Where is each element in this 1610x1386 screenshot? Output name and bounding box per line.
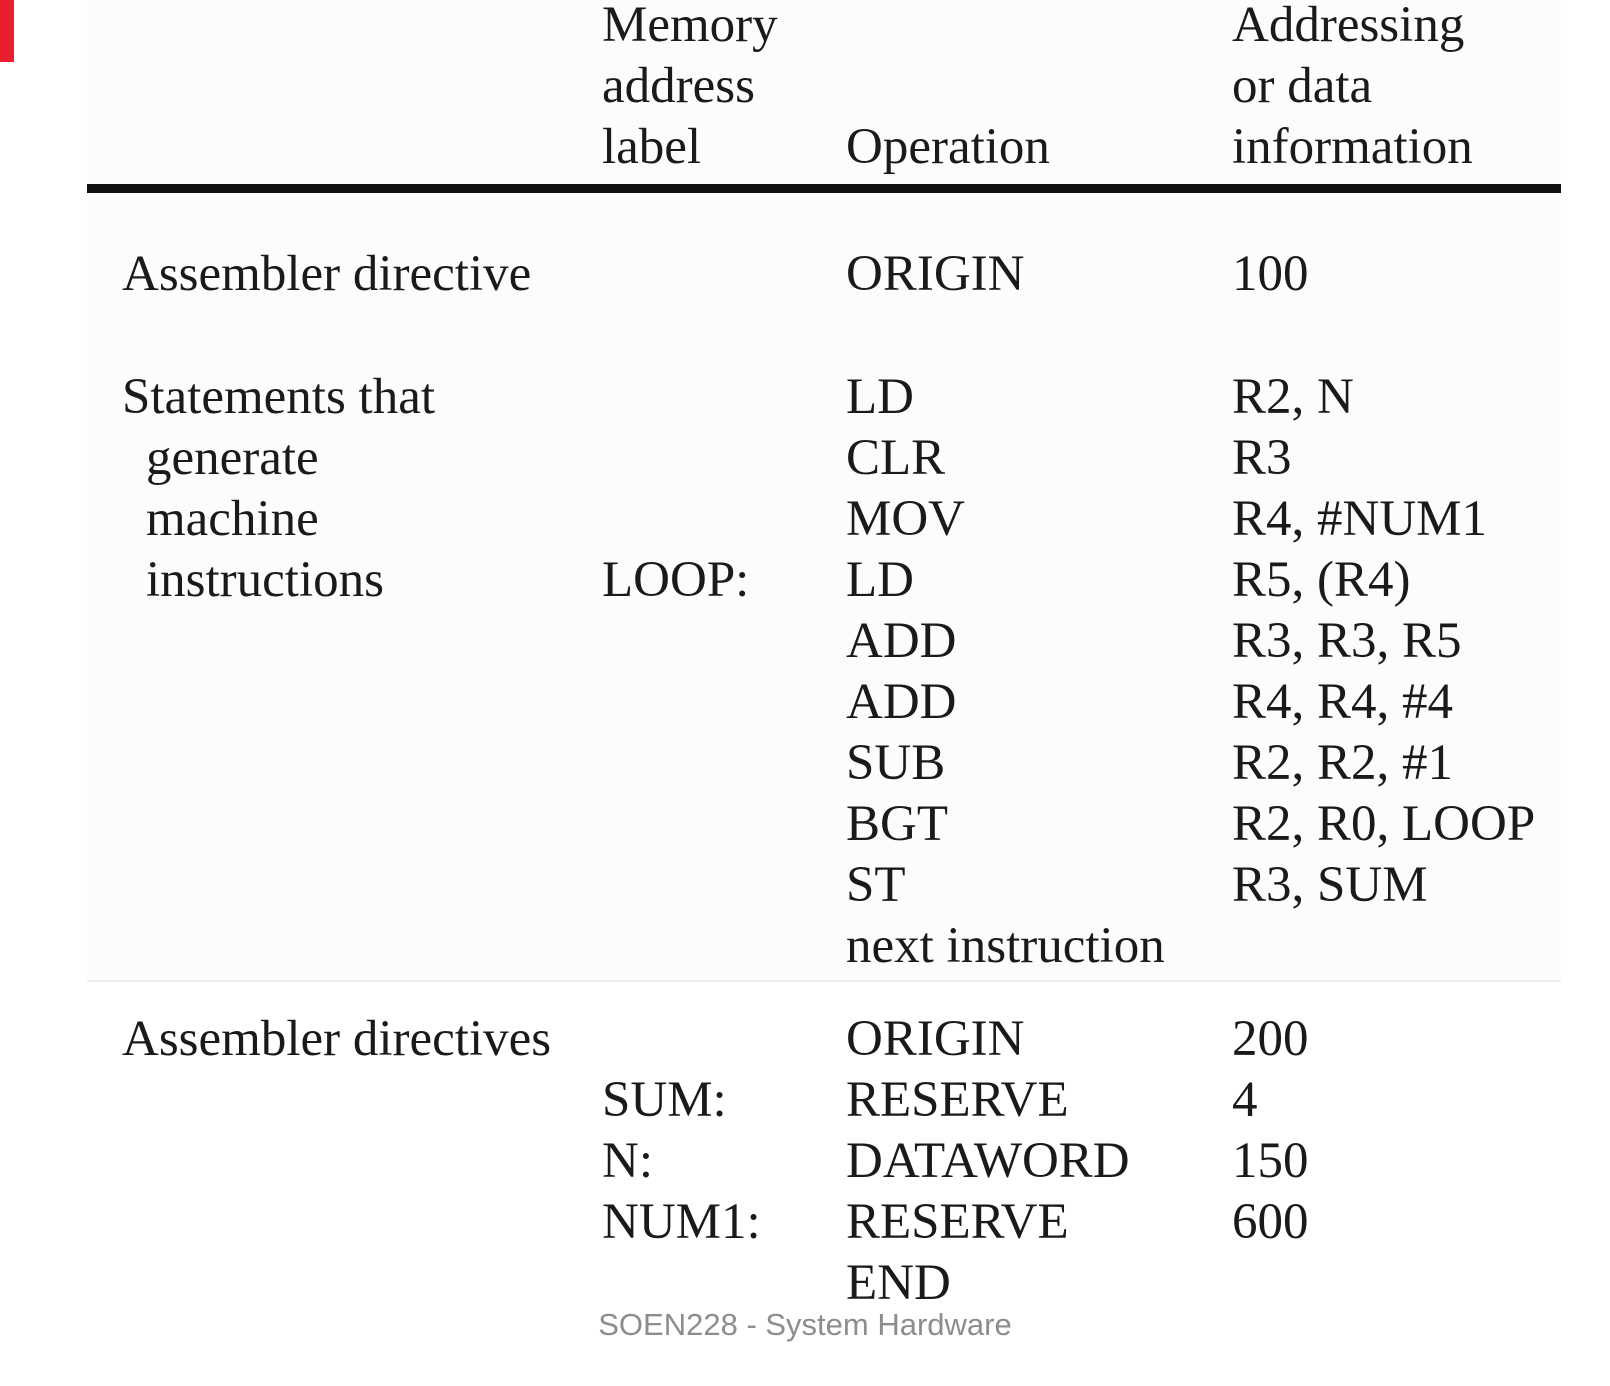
operation-column: ORIGIN RESERVE DATAWORD RESERVE END (846, 1009, 1224, 1314)
label-cell: N: (602, 1133, 653, 1189)
label-cell (602, 855, 838, 916)
label-cell (602, 367, 838, 428)
operation-cell: SUB (846, 735, 946, 791)
info-cell: R2, R2, #1 (1232, 735, 1454, 791)
header-rule (87, 184, 1561, 193)
corner-red-artifact (0, 0, 14, 62)
operation-cell: MOV (846, 491, 966, 547)
info-cell: R2, R0, LOOP (1232, 796, 1536, 852)
label-cell (602, 489, 838, 550)
label-cell (602, 1253, 838, 1314)
label-cell: LOOP: (602, 552, 750, 608)
operation-cell: CLR (846, 430, 946, 486)
info-cell: 150 (1232, 1133, 1309, 1189)
operation-column: LD CLR MOV LD ADD ADD SUB BGT ST next in… (846, 367, 1224, 977)
info-cell: R4, #NUM1 (1232, 491, 1488, 547)
upper-content-background (87, 0, 1561, 982)
label-cell (602, 1009, 838, 1070)
header-line: information (1232, 119, 1473, 175)
header-line: Operation (846, 119, 1050, 175)
operation-cell: LD (846, 552, 914, 608)
info-cell: R4, R4, #4 (1232, 674, 1454, 730)
operation-cell: ADD (846, 613, 957, 669)
label-cell (602, 428, 838, 489)
header-line: Addressing (1232, 0, 1465, 53)
info-cell (1232, 1253, 1592, 1314)
info-cell: 600 (1232, 1194, 1309, 1250)
label-cell (602, 672, 838, 733)
label-cell: SUM: (602, 1072, 727, 1128)
info-cell: R2, N (1232, 369, 1354, 425)
operation-cell: LD (846, 369, 914, 425)
header-line: Memory (602, 0, 778, 53)
info-cell: 4 (1232, 1072, 1258, 1128)
info-cell (1232, 916, 1592, 977)
caption-line: generate (146, 430, 319, 486)
operation-cell: ADD (846, 674, 957, 730)
column-header-memory-address-label: Memory address label (602, 0, 838, 178)
label-column: SUM: N: NUM1: (602, 1009, 838, 1314)
footer-course-label: SOEN228 - System Hardware (598, 1307, 1012, 1342)
operation-cell: DATAWORD (846, 1133, 1130, 1189)
info-cell: R3, R3, R5 (1232, 613, 1462, 669)
operation-column: ORIGIN (846, 244, 1224, 305)
label-column: LOOP: (602, 367, 838, 977)
header-line: label (602, 119, 702, 175)
operation-cell: RESERVE (846, 1194, 1069, 1250)
info-cell: 200 (1232, 1011, 1309, 1067)
operation-cell: ORIGIN (846, 246, 1025, 302)
caption-line: machine (146, 491, 319, 547)
caption-line: Assembler directive (122, 246, 532, 302)
info-cell: 100 (1232, 246, 1309, 302)
operation-cell: BGT (846, 796, 948, 852)
header-line: address (602, 58, 755, 114)
header-spacer (846, 56, 1224, 117)
header-spacer (846, 0, 1224, 56)
info-cell: R3 (1232, 430, 1292, 486)
column-header-operation: Operation (846, 0, 1224, 178)
info-column: 100 (1232, 244, 1592, 305)
operation-cell: RESERVE (846, 1072, 1069, 1128)
label-cell: NUM1: (602, 1194, 761, 1250)
info-cell: R3, SUM (1232, 857, 1428, 913)
section-caption: Assembler directive (122, 244, 592, 305)
label-cell (602, 794, 838, 855)
info-cell: R5, (R4) (1232, 552, 1411, 608)
section-caption: Assembler directives (122, 1009, 592, 1070)
section-caption: Statements that generate machine instruc… (122, 367, 592, 611)
label-cell (602, 733, 838, 794)
operation-cell: ORIGIN (846, 1011, 1025, 1067)
label-cell (602, 916, 838, 977)
header-line: or data (1232, 58, 1373, 114)
operation-cell: ST (846, 857, 906, 913)
column-header-addressing-info: Addressing or data information (1232, 0, 1592, 178)
operation-cell: END (846, 1255, 951, 1311)
label-cell (602, 611, 838, 672)
info-column: R2, N R3 R4, #NUM1 R5, (R4) R3, R3, R5 R… (1232, 367, 1592, 977)
caption-line: instructions (146, 552, 384, 608)
caption-line: Assembler directives (122, 1011, 552, 1067)
operation-cell: next instruction (846, 918, 1165, 974)
caption-line: Statements that (122, 369, 436, 425)
info-column: 200 4 150 600 (1232, 1009, 1592, 1314)
